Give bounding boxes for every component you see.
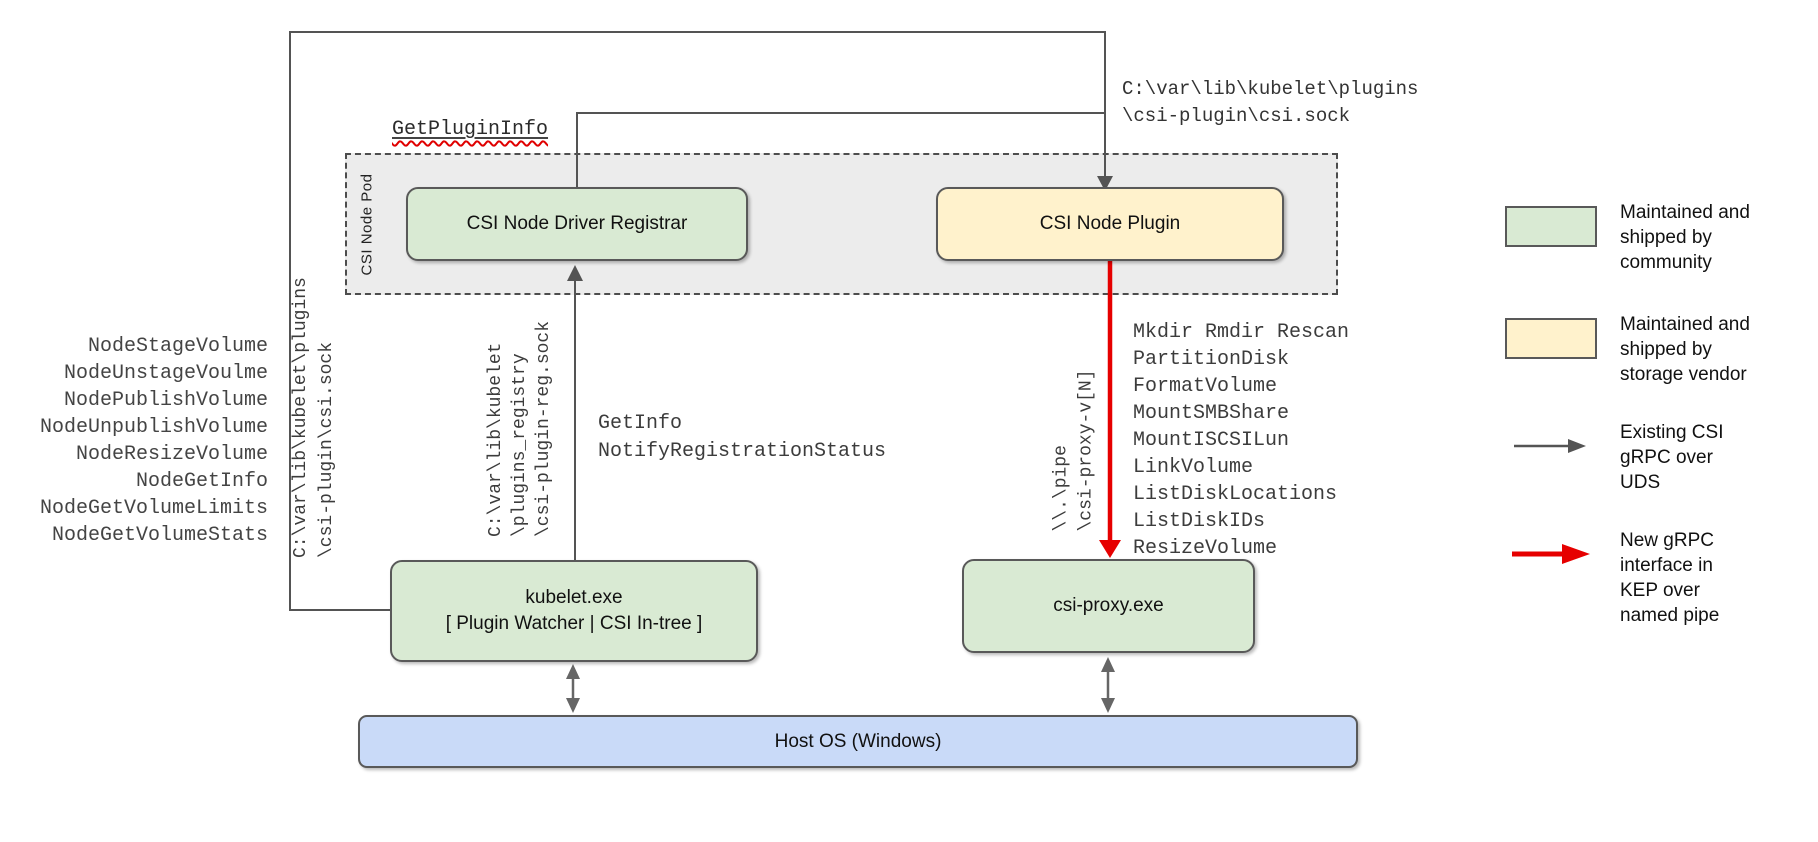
csi-node-plugin-label: CSI Node Plugin [1039,213,1181,234]
registration-calls-label: GetInfo NotifyRegistrationStatus [598,412,887,463]
csi-proxy-method-list: Mkdir Rmdir Rescan PartitionDisk FormatV… [1133,321,1350,560]
csi-proxy-label: csi-proxy.exe [1053,595,1164,616]
getplugininfo-label: GetPluginInfo [392,118,548,141]
kubelet-hostos-up-arrowhead-icon [566,664,580,679]
host-os-label: Host OS (Windows) [774,730,942,752]
csiproxy-hostos-up-arrowhead-icon [1101,657,1115,672]
registration-sock-rotated-label: C:\var\lib\kubelet \plugins_registry \cs… [486,320,554,537]
csi-sock-path-rotated-label: C:\var\lib\kubelet\plugins \csi-plugin\c… [291,277,337,558]
legend-pipe-arrowhead-icon [1562,544,1590,564]
host-os-box: Host OS (Windows) [358,715,1358,768]
named-pipe-rotated-label: \\.\pipe \csi-proxy-v[N] [1051,369,1097,532]
legend-vendor-label: Maintained and shipped by storage vendor [1620,314,1750,385]
kubelet-label-line2: [ Plugin Watcher | CSI In-tree ] [445,613,703,634]
csi-node-pod-label-wrap: CSI Node Pod [350,155,384,293]
kubelet-label-line1: kubelet.exe [525,587,623,608]
csi-node-driver-registrar-box: CSI Node Driver Registrar [406,187,748,261]
csi-node-plugin-box: CSI Node Plugin [936,187,1284,261]
legend-pipe-label: New gRPC interface in KEP over named pip… [1620,530,1720,626]
legend-uds-arrowhead-icon [1568,439,1586,453]
spellcheck-squiggle: GetPluginInfo [392,118,549,141]
csi-node-driver-registrar-label: CSI Node Driver Registrar [466,213,688,234]
legend-uds-label: Existing CSI gRPC over UDS [1620,422,1724,493]
csi-sock-path-label: C:\var\lib\kubelet\plugins \csi-plugin\c… [1122,78,1419,127]
kubelet-hostos-down-arrowhead-icon [566,698,580,713]
csi-proxy-box: csi-proxy.exe [962,559,1255,653]
csiproxy-hostos-down-arrowhead-icon [1101,698,1115,713]
plugin-to-csiproxy-arrowhead-icon [1099,540,1121,558]
node-csi-method-list: NodeStageVolume NodeUnstageVoulme NodePu… [39,335,268,547]
legend-community-swatch [1505,206,1597,247]
csi-node-pod-label: CSI Node Pod [358,173,376,275]
kubelet-box: kubelet.exe [ Plugin Watcher | CSI In-tr… [390,560,758,662]
legend-community-label: Maintained and shipped by community [1620,202,1750,273]
legend-vendor-swatch [1505,318,1597,359]
